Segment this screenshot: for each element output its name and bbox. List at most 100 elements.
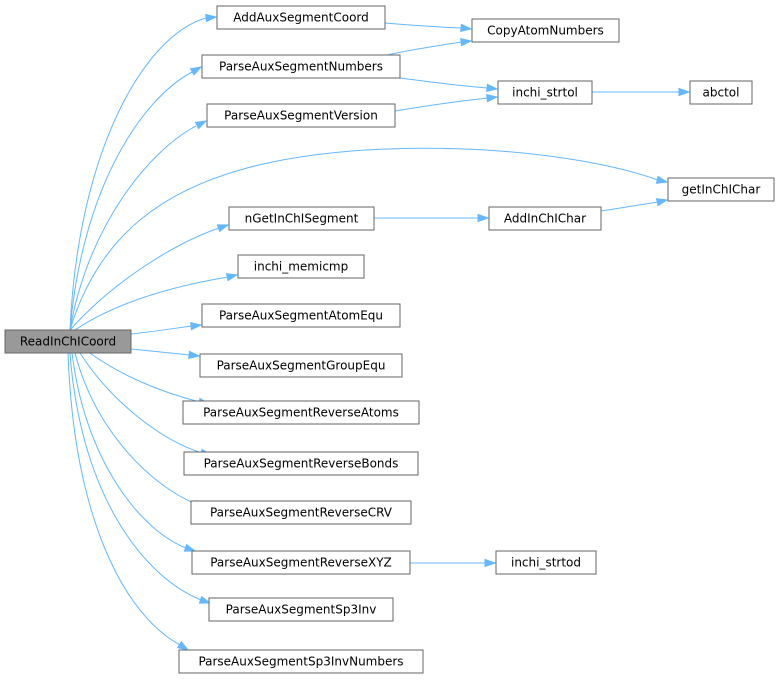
edge-line xyxy=(89,352,201,403)
edge-root-to-parse-aux-segment-group-equ xyxy=(130,348,201,360)
edges-layer xyxy=(67,13,691,651)
edge-line xyxy=(394,97,489,112)
edge-line xyxy=(69,352,202,601)
node-parse-aux-segment-atom-equ[interactable]: ParseAuxSegmentAtomEqu xyxy=(201,303,401,328)
nodes-layer: ReadInChICoord AddAuxSegmentCoord CopyAt… xyxy=(4,5,775,674)
arrow-head-icon xyxy=(183,543,197,552)
edge-inchi-strtol-to-abctol xyxy=(592,87,691,97)
arrow-head-icon xyxy=(216,224,230,233)
node-inchi-strtod-label: inchi_strtod xyxy=(511,556,581,570)
edge-line xyxy=(79,352,203,454)
arrow-head-icon xyxy=(655,198,669,207)
node-parse-aux-segment-sp3-inv-numbers-label: ParseAuxSegmentSp3InvNumbers xyxy=(198,655,403,669)
edge-root-to-n-get-inchi-segment xyxy=(69,224,230,331)
edge-root-to-parse-aux-segment-sp3-inv xyxy=(69,352,212,604)
node-parse-aux-segment-reverse-xyz-label: ParseAuxSegmentReverseXYZ xyxy=(210,556,392,570)
node-abctol[interactable]: abctol xyxy=(689,80,753,105)
arrow-head-icon xyxy=(198,595,212,604)
node-inchi-strtod[interactable]: inchi_strtod xyxy=(495,550,597,575)
edge-line xyxy=(130,325,193,335)
edge-root-to-parse-aux-segment-atom-equ xyxy=(130,321,203,335)
edge-parse-aux-segment-reverse-xyz-to-inchi-strtod xyxy=(410,558,497,568)
node-root-label: ReadInChICoord xyxy=(20,335,116,349)
node-parse-aux-segment-reverse-crv[interactable]: ParseAuxSegmentReverseCRV xyxy=(190,500,412,525)
arrow-head-icon xyxy=(486,83,499,93)
edge-root-to-add-aux-segment-coord xyxy=(69,13,218,331)
edge-line xyxy=(386,41,463,56)
edge-line xyxy=(74,276,229,331)
node-get-inchi-char[interactable]: getInChIChar xyxy=(667,177,775,202)
node-inchi-strtol[interactable]: inchi_strtol xyxy=(497,80,593,105)
edge-line xyxy=(69,71,193,331)
edge-line xyxy=(71,352,187,549)
edge-line xyxy=(69,227,220,331)
node-copy-atom-numbers-label: CopyAtomNumbers xyxy=(487,24,604,38)
node-copy-atom-numbers[interactable]: CopyAtomNumbers xyxy=(471,18,620,43)
edge-line xyxy=(600,201,659,212)
edge-line xyxy=(69,147,659,331)
edge-line xyxy=(74,352,197,505)
edge-root-to-parse-aux-segment-numbers xyxy=(69,66,203,331)
arrow-head-icon xyxy=(188,350,201,360)
arrow-head-icon xyxy=(655,175,669,184)
node-abctol-label: abctol xyxy=(703,86,740,100)
edge-root-to-parse-aux-segment-reverse-xyz xyxy=(71,352,197,552)
node-inchi-memicmp[interactable]: inchi_memicmp xyxy=(237,254,365,279)
arrow-head-icon xyxy=(484,558,497,568)
edge-line xyxy=(399,77,489,89)
node-parse-aux-segment-reverse-atoms[interactable]: ParseAuxSegmentReverseAtoms xyxy=(182,400,420,425)
node-parse-aux-segment-reverse-bonds[interactable]: ParseAuxSegmentReverseBonds xyxy=(183,451,419,476)
edge-add-aux-segment-coord-to-copy-atom-numbers xyxy=(384,22,473,33)
arrow-head-icon xyxy=(486,93,499,103)
edge-root-to-parse-aux-segment-reverse-atoms xyxy=(89,352,211,406)
edge-root-to-parse-aux-segment-version xyxy=(69,120,208,331)
arrow-head-icon xyxy=(190,321,203,331)
arrow-head-icon xyxy=(205,13,218,23)
arrow-head-icon xyxy=(460,23,473,33)
edge-line xyxy=(384,22,463,29)
edge-root-to-inchi-memicmp xyxy=(74,273,239,331)
edge-root-to-get-inchi-char xyxy=(69,147,669,331)
node-parse-aux-segment-reverse-xyz[interactable]: ParseAuxSegmentReverseXYZ xyxy=(191,550,411,575)
node-parse-aux-segment-numbers[interactable]: ParseAuxSegmentNumbers xyxy=(201,54,401,79)
edge-line xyxy=(67,352,181,646)
edge-line xyxy=(69,125,197,331)
node-add-aux-segment-coord-label: AddAuxSegmentCoord xyxy=(233,11,369,25)
node-add-inchi-char-label: AddInChIChar xyxy=(504,212,586,226)
node-parse-aux-segment-sp3-inv[interactable]: ParseAuxSegmentSp3Inv xyxy=(208,597,394,622)
node-get-inchi-char-label: getInChIChar xyxy=(682,183,761,197)
edge-line xyxy=(130,348,191,356)
edge-add-inchi-char-to-get-inchi-char xyxy=(600,198,669,212)
edge-root-to-parse-aux-segment-reverse-crv xyxy=(74,352,207,508)
node-n-get-inchi-segment-label: nGetInChISegment xyxy=(245,212,359,226)
node-parse-aux-segment-group-equ-label: ParseAuxSegmentGroupEqu xyxy=(217,359,386,373)
node-add-inchi-char[interactable]: AddInChIChar xyxy=(488,206,602,231)
node-parse-aux-segment-reverse-bonds-label: ParseAuxSegmentReverseBonds xyxy=(204,457,399,471)
node-parse-aux-segment-atom-equ-label: ParseAuxSegmentAtomEqu xyxy=(219,309,383,323)
node-parse-aux-segment-reverse-crv-label: ParseAuxSegmentReverseCRV xyxy=(210,506,393,520)
edge-parse-aux-segment-numbers-to-inchi-strtol xyxy=(399,77,499,93)
node-add-aux-segment-coord[interactable]: AddAuxSegmentCoord xyxy=(216,5,386,30)
node-n-get-inchi-segment[interactable]: nGetInChISegment xyxy=(228,206,375,231)
node-parse-aux-segment-numbers-label: ParseAuxSegmentNumbers xyxy=(219,60,383,74)
node-root[interactable]: ReadInChICoord xyxy=(4,329,132,354)
arrow-head-icon xyxy=(678,87,691,97)
edge-n-get-inchi-segment-to-add-inchi-char xyxy=(374,213,490,223)
node-inchi-strtol-label: inchi_strtol xyxy=(512,86,578,100)
arrow-head-icon xyxy=(477,213,490,223)
node-parse-aux-segment-version-label: ParseAuxSegmentVersion xyxy=(224,109,378,123)
arrow-head-icon xyxy=(194,120,208,130)
node-parse-aux-segment-group-equ[interactable]: ParseAuxSegmentGroupEqu xyxy=(199,353,403,378)
node-parse-aux-segment-sp3-inv-label: ParseAuxSegmentSp3Inv xyxy=(226,603,377,617)
edge-parse-aux-segment-version-to-inchi-strtol xyxy=(394,93,499,112)
arrow-head-icon xyxy=(176,640,190,651)
arrow-head-icon xyxy=(225,273,239,282)
arrow-head-icon xyxy=(460,37,473,47)
edge-root-to-parse-aux-segment-sp3-inv-numbers xyxy=(67,352,190,651)
edge-line xyxy=(69,17,207,331)
node-parse-aux-segment-sp3-inv-numbers[interactable]: ParseAuxSegmentSp3InvNumbers xyxy=(178,649,424,674)
arrow-head-icon xyxy=(189,66,203,76)
node-parse-aux-segment-reverse-atoms-label: ParseAuxSegmentReverseAtoms xyxy=(203,406,399,420)
node-parse-aux-segment-version[interactable]: ParseAuxSegmentVersion xyxy=(206,103,396,128)
